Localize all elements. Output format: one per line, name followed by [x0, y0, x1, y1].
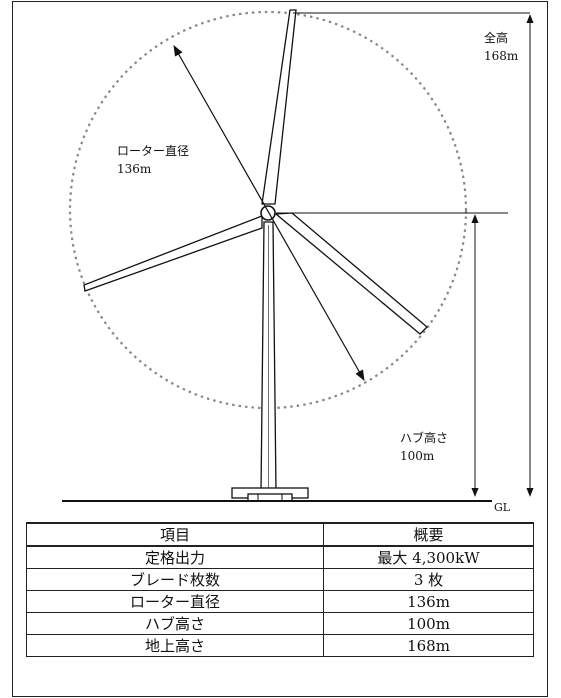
- rotor-diameter-value: 136m: [117, 162, 152, 176]
- hub-height-label: ハブ高さ: [400, 431, 449, 445]
- blade-left: [83, 215, 263, 292]
- row-item: ローター直径: [26, 590, 324, 613]
- total-height-value: 168m: [484, 49, 519, 63]
- foundation: [231, 487, 309, 502]
- spec-table: 項目 概要 定格出力 最大 4,300kW ブレード枚数 3 枚 ローター直径 …: [26, 522, 534, 657]
- table-row: ローター直径 136m: [26, 590, 534, 613]
- table-row: ハブ高さ 100m: [26, 612, 534, 635]
- table-row: 定格出力 最大 4,300kW: [26, 545, 534, 569]
- blade-right: [274, 212, 428, 335]
- table-row: ブレード枚数 3 枚: [26, 568, 534, 591]
- table-header-row: 項目 概要: [26, 522, 534, 547]
- row-value: 3 枚: [323, 568, 534, 591]
- row-value: 168m: [323, 634, 534, 657]
- figure-frame: [12, 1, 548, 697]
- row-item: 定格出力: [26, 545, 324, 569]
- row-value: 136m: [323, 590, 534, 613]
- hub-height-value: 100m: [400, 449, 435, 463]
- ground-level-label: GL: [494, 501, 511, 514]
- row-item: 地上高さ: [26, 634, 324, 657]
- header-item: 項目: [26, 522, 324, 547]
- rotor-sweep-circle: [68, 10, 468, 410]
- hub: [260, 205, 276, 221]
- row-value: 100m: [323, 612, 534, 635]
- row-item: ブレード枚数: [26, 568, 324, 591]
- rotor-diameter-label: ローター直径: [117, 144, 190, 158]
- table-row: 地上高さ 168m: [26, 634, 534, 657]
- rotor-diameter-arrow: [173, 45, 365, 381]
- blade-up: [261, 9, 297, 205]
- total-height-label: 全高: [484, 31, 509, 45]
- row-value: 最大 4,300kW: [323, 545, 534, 569]
- header-summary: 概要: [323, 522, 534, 547]
- row-item: ハブ高さ: [26, 612, 324, 635]
